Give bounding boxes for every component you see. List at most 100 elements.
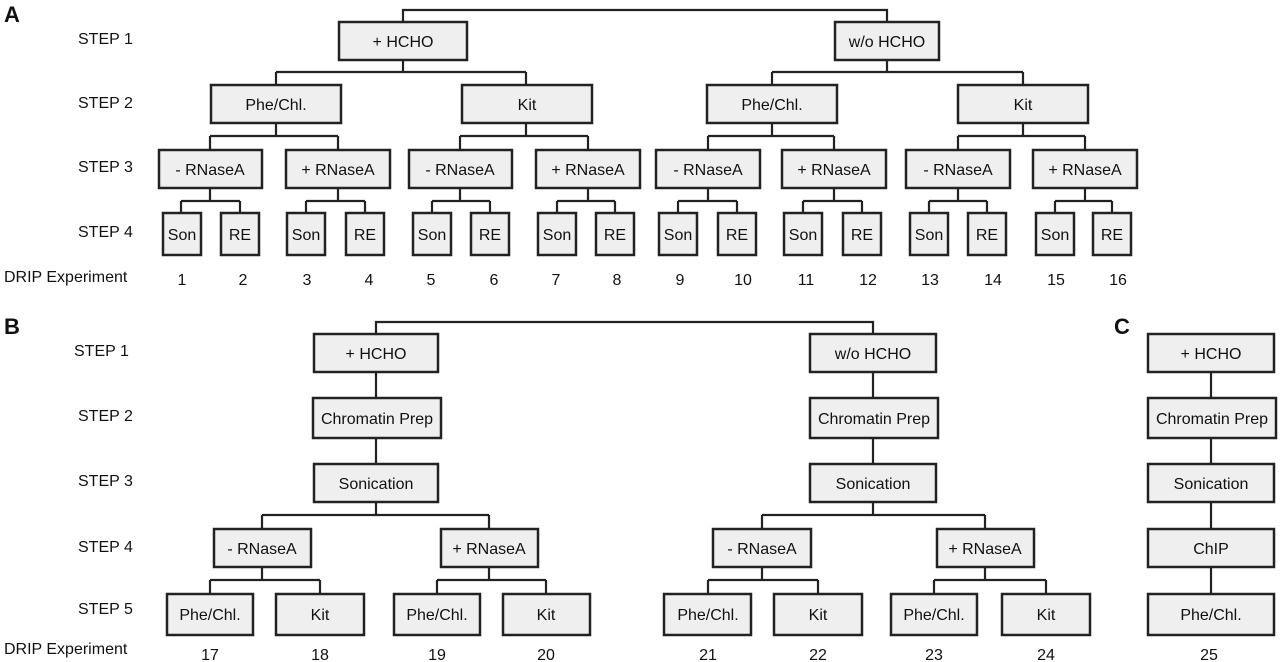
experiment-number: 11 (798, 272, 815, 289)
node-label: Sonication (1174, 476, 1249, 493)
experiment-number: 10 (734, 272, 752, 289)
drip-experiment-label: DRIP Experiment (4, 641, 128, 658)
node-box (889, 592, 979, 637)
experiment-number: 16 (1109, 272, 1127, 289)
connector (706, 123, 836, 150)
node-label: - RNaseA (227, 541, 297, 558)
node-label: ChIP (1193, 541, 1229, 558)
step-label: STEP 1 (74, 343, 129, 360)
node-box (1146, 462, 1276, 504)
node-label: + HCHO (346, 346, 407, 363)
node-label: - RNaseA (923, 162, 993, 179)
node-box (212, 527, 313, 569)
connector (458, 123, 590, 150)
drip-experiment-label: DRIP Experiment (4, 269, 128, 286)
node-box (935, 527, 1036, 569)
node-box (311, 396, 443, 440)
connector (706, 567, 820, 594)
node-box (808, 396, 940, 440)
node-box (662, 592, 753, 637)
node-box (966, 211, 1008, 257)
node-box (312, 332, 440, 374)
node-box (285, 211, 327, 257)
experiment-number: 7 (552, 272, 561, 289)
step-label: STEP 2 (78, 408, 133, 425)
connector (555, 188, 617, 213)
experiment-number: 8 (613, 272, 622, 289)
experiment-number: 24 (1037, 647, 1055, 662)
connector (770, 60, 1025, 85)
node-label: RE (604, 227, 626, 244)
node-box (780, 148, 888, 190)
node-label: RE (1101, 227, 1123, 244)
node-box (501, 592, 592, 637)
experiment-number: 19 (428, 647, 446, 662)
panel-b: B STEP 1 STEP 2 STEP 3 STEP 4 STEP 5 DRI… (4, 314, 1092, 662)
connector (208, 567, 322, 594)
node-label: Son (543, 227, 571, 244)
panel-b-label: B (4, 314, 20, 339)
node-label: Phe/Chl. (677, 607, 738, 624)
node-label: Phe/Chl. (179, 607, 240, 624)
node-box (772, 592, 864, 637)
node-box (274, 592, 366, 637)
node-box (337, 20, 469, 62)
node-label: RE (354, 227, 376, 244)
experiment-number: 20 (537, 647, 555, 662)
node-label: Sonication (836, 476, 911, 493)
node-box (908, 211, 950, 257)
panel-a-label: A (4, 2, 20, 27)
experiment-number: 25 (1200, 647, 1218, 662)
node-label: - RNaseA (425, 162, 495, 179)
node-box (344, 211, 386, 257)
node-box (904, 148, 1012, 190)
node-label: Sonication (339, 476, 414, 493)
node-box (392, 592, 482, 637)
node-label: Phe/Chl. (406, 607, 467, 624)
node-box (1146, 527, 1276, 569)
node-box (1146, 332, 1276, 374)
experiment-number: 13 (921, 272, 939, 289)
node-label: Kit (537, 607, 556, 624)
node-box (716, 211, 758, 257)
node-label: Phe/Chl. (903, 607, 964, 624)
node-box (312, 462, 440, 504)
node-box (782, 211, 824, 257)
node-box (439, 527, 540, 569)
node-label: Kit (1014, 97, 1033, 114)
node-label: Son (292, 227, 320, 244)
node-label: RE (851, 227, 873, 244)
panel-a-experiment-numbers: 1 2 3 4 5 6 7 8 9 10 11 12 13 14 15 16 (178, 272, 1127, 289)
node-box (594, 211, 636, 257)
node-box (219, 211, 261, 257)
connector (760, 502, 987, 529)
connector (260, 502, 491, 529)
experiment-number: 17 (201, 647, 219, 662)
node-label: Kit (311, 607, 330, 624)
node-label: - RNaseA (673, 162, 743, 179)
node-box (534, 148, 642, 190)
node-box (1091, 211, 1133, 257)
node-box (1146, 592, 1276, 637)
panel-c: C + HCHO Chromatin Prep Sonication ChIP … (1114, 314, 1278, 662)
step-label: STEP 3 (78, 473, 133, 490)
connector (304, 188, 367, 213)
panel-c-label: C (1114, 314, 1130, 339)
panel-b-connectors (208, 320, 1048, 594)
node-label: Chromatin Prep (321, 411, 433, 428)
experiment-number: 3 (303, 272, 312, 289)
node-label: + RNaseA (797, 162, 871, 179)
connector (374, 320, 875, 334)
node-box (209, 83, 343, 125)
node-box (1146, 396, 1278, 440)
node-box (536, 211, 578, 257)
experiment-number: 14 (984, 272, 1002, 289)
step-label: STEP 4 (78, 539, 133, 556)
node-label: RE (479, 227, 501, 244)
node-label: RE (726, 227, 748, 244)
node-label: Son (664, 227, 692, 244)
node-box (705, 83, 839, 125)
panel-a: A STEP 1 STEP 2 STEP 3 STEP 4 DRIP Exper… (4, 2, 1139, 289)
experiment-number: 4 (365, 272, 374, 289)
connector (801, 188, 864, 213)
